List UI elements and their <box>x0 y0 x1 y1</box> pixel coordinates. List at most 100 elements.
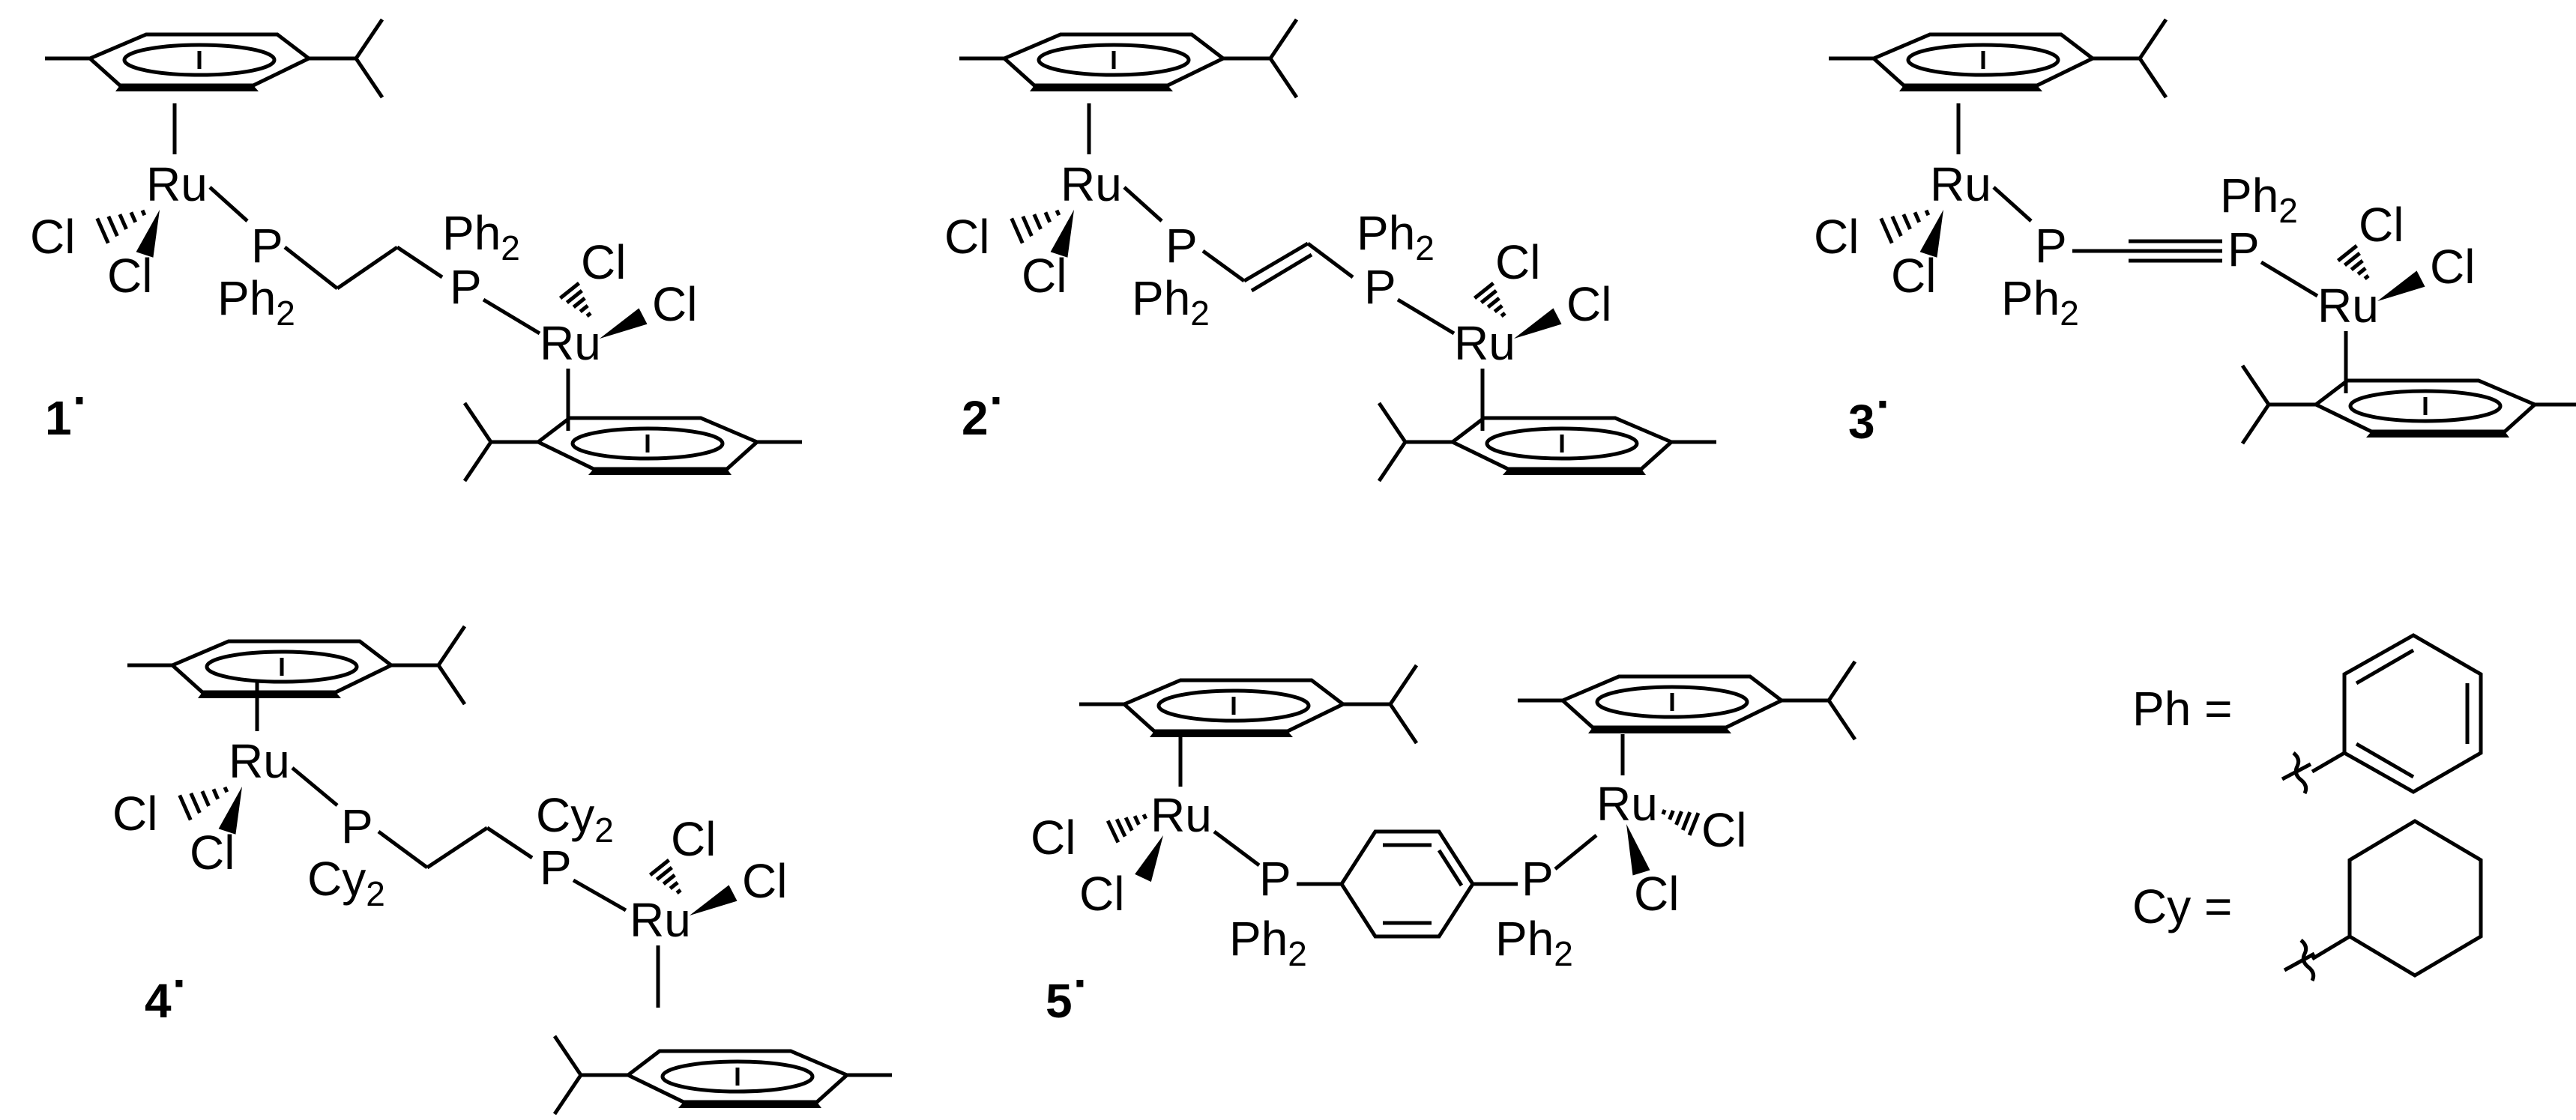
ru-atom: Ru <box>1930 157 1991 211</box>
cl-atom: Cl <box>581 235 626 289</box>
arene-ring <box>1453 418 1671 475</box>
cl-atom: Cl <box>1495 235 1540 289</box>
cl-atom: Cl <box>1814 210 1859 264</box>
cl-atom: Cl <box>742 854 787 908</box>
hash-line <box>95 217 110 244</box>
hash-line <box>140 209 147 217</box>
hash-line <box>1680 811 1692 831</box>
isopropyl-bond <box>2240 403 2271 445</box>
isopropyl-bond <box>2240 364 2271 406</box>
hash-line <box>189 792 202 814</box>
arene-ring <box>1124 680 1343 737</box>
hash-line <box>211 788 220 800</box>
isopropyl-bond <box>1268 57 1299 99</box>
ru-cl-hash-bond <box>1661 809 1701 836</box>
p-left-substituent: Ph2 <box>217 271 295 333</box>
cl-atom: Cl <box>1566 277 1611 331</box>
ru-atom: Ru <box>630 893 691 947</box>
p-left-substituent: Ph2 <box>1229 912 1307 973</box>
hash-line <box>1479 289 1497 304</box>
ru-atom: Ru <box>146 157 208 211</box>
p-left-substituent: Ph2 <box>2001 271 2079 333</box>
hash-line <box>1890 215 1903 237</box>
ru-atom: Ru <box>1061 157 1122 211</box>
hash-line <box>1132 815 1141 826</box>
compound-label-tick-4: · <box>172 956 188 1010</box>
hash-line <box>585 312 592 318</box>
hash-line <box>1141 814 1148 820</box>
phosphorus-right: P <box>540 841 572 895</box>
hash-line <box>579 304 589 313</box>
ru-cl-wedge-bond <box>136 210 160 258</box>
cl-atom: Cl <box>30 210 75 264</box>
hash-line <box>675 889 682 895</box>
hash-line <box>1500 312 1506 318</box>
hash-line <box>2336 244 2359 262</box>
ru-cl-hash-bond <box>558 282 592 318</box>
p-right-substituent: Ph2 <box>1495 912 1573 973</box>
hash-line <box>1913 211 1921 223</box>
hash-line <box>2363 274 2370 280</box>
hash-line <box>1674 811 1683 826</box>
hash-line <box>223 786 229 793</box>
hash-line <box>662 874 676 886</box>
compound-label-tick-3: · <box>1876 377 1892 431</box>
isopropyl-bond <box>552 1035 583 1077</box>
bridge-double-bond <box>1250 252 1313 293</box>
phosphorus-right: P <box>450 260 482 314</box>
arene-ring <box>2316 381 2535 438</box>
hash-line <box>1043 211 1052 223</box>
p-ru-bond <box>482 297 541 336</box>
ru-cl-hash-bond <box>1473 282 1506 318</box>
ru-cl-wedge-bond <box>1514 308 1562 339</box>
ru-cl-hash-bond <box>1105 814 1148 844</box>
hash-line <box>1486 297 1500 309</box>
arene-ring <box>172 641 391 698</box>
bridge-bond <box>1306 242 1354 279</box>
ru-cl-wedge-bond <box>2377 270 2425 301</box>
bridge-bond <box>486 826 534 860</box>
phenyl-structure <box>2281 633 2483 795</box>
bridge-bond <box>377 829 429 870</box>
ru-atom: Ru <box>2317 279 2379 333</box>
hash-line <box>129 211 137 223</box>
p-cymene-left <box>45 18 384 99</box>
p-ru-bond <box>1554 834 1598 871</box>
ru-p-bond <box>208 186 249 223</box>
p-cymene-left <box>127 625 467 706</box>
isopropyl-bond <box>2138 57 2168 99</box>
p-right-substituent: Ph2 <box>1357 206 1435 267</box>
p-left-substituent: Ph2 <box>1132 271 1210 333</box>
ru-p-bond <box>1992 186 2033 223</box>
cyclohexyl-structure <box>2283 819 2483 982</box>
ru-cl-wedge-bond <box>1135 835 1163 883</box>
isopropyl-bond <box>552 1074 583 1116</box>
hash-line <box>1901 214 1912 230</box>
isopropyl-bond <box>1388 703 1419 745</box>
p-cymene-right <box>1377 402 1716 482</box>
ru-atom: Ru <box>1454 316 1515 370</box>
ru-cl-hash-bond <box>1010 209 1061 244</box>
hash-line <box>1105 820 1120 844</box>
hash-line <box>106 215 119 237</box>
bridge-bond <box>426 826 489 870</box>
hash-line <box>2350 259 2364 271</box>
p-left-substituent: Cy2 <box>307 852 385 913</box>
bridge-bond <box>1201 249 1246 283</box>
phosphorus-right: P <box>1364 260 1396 314</box>
isopropyl-bond <box>1827 699 1857 741</box>
ru-p-bond <box>1213 830 1261 867</box>
phosphorus-left: P <box>341 799 373 853</box>
hash-line <box>1661 809 1667 815</box>
p-right-substituent: Ph2 <box>2220 169 2298 230</box>
isopropyl-bond <box>1377 441 1408 482</box>
cl-atom: Cl <box>652 277 697 331</box>
